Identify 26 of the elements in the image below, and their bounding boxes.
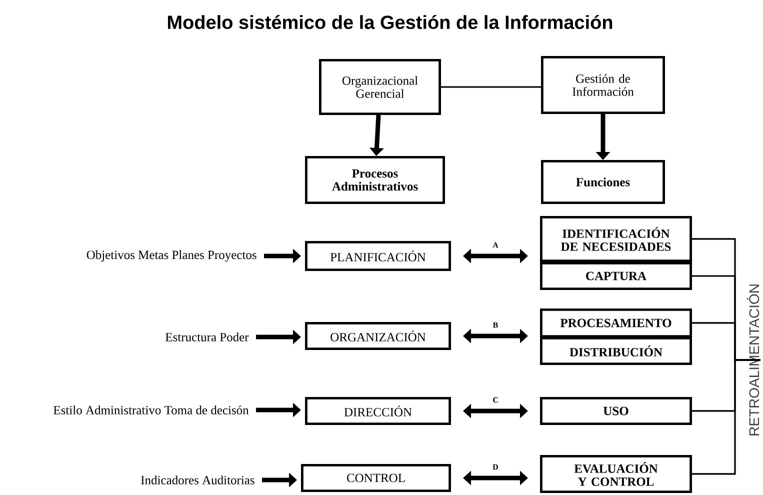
input-text: Estructura Poder: [166, 332, 249, 342]
process-box: PROCESAMIENTO: [540, 308, 692, 338]
process-box: EVALUACIÓN Y CONTROL: [540, 454, 692, 493]
title: Modelo sistémico de la Gestión de la Información: [168, 14, 612, 30]
input-text: Estilo Administrativo Toma de decisón: [54, 406, 249, 414]
process-box: Organizacional Gerencial: [319, 58, 441, 115]
process-box: CAPTURA: [540, 262, 692, 290]
process-box: Procesos Administrativos: [305, 156, 445, 204]
edge-label: D: [492, 464, 499, 470]
rotated-label: RETROALIMENTACIÓN: [746, 284, 760, 436]
process-box: DIRECCIÓN: [305, 396, 451, 425]
connector-line: [692, 359, 760, 475]
edge-label: A: [492, 242, 499, 248]
process-box: CONTROL: [301, 464, 451, 492]
input-text: Indicadores Auditorias: [141, 476, 254, 484]
edge-label: B: [492, 322, 499, 328]
process-box: USO: [540, 396, 692, 425]
process-box: Funciones: [541, 160, 665, 204]
connector-line: [441, 86, 541, 88]
process-box: IDENTIFICACIÓN DE NECESIDADES: [540, 216, 692, 262]
process-box: Gestión de Información: [541, 56, 665, 114]
input-text: Objetivos Metas Planes Proyectos: [86, 250, 256, 262]
process-box: DISTRIBUCIÓN: [540, 336, 692, 365]
edge-label: C: [492, 396, 499, 404]
process-box: ORGANIZACIÓN: [305, 322, 451, 350]
process-box: PLANIFICACIÓN: [305, 241, 451, 271]
